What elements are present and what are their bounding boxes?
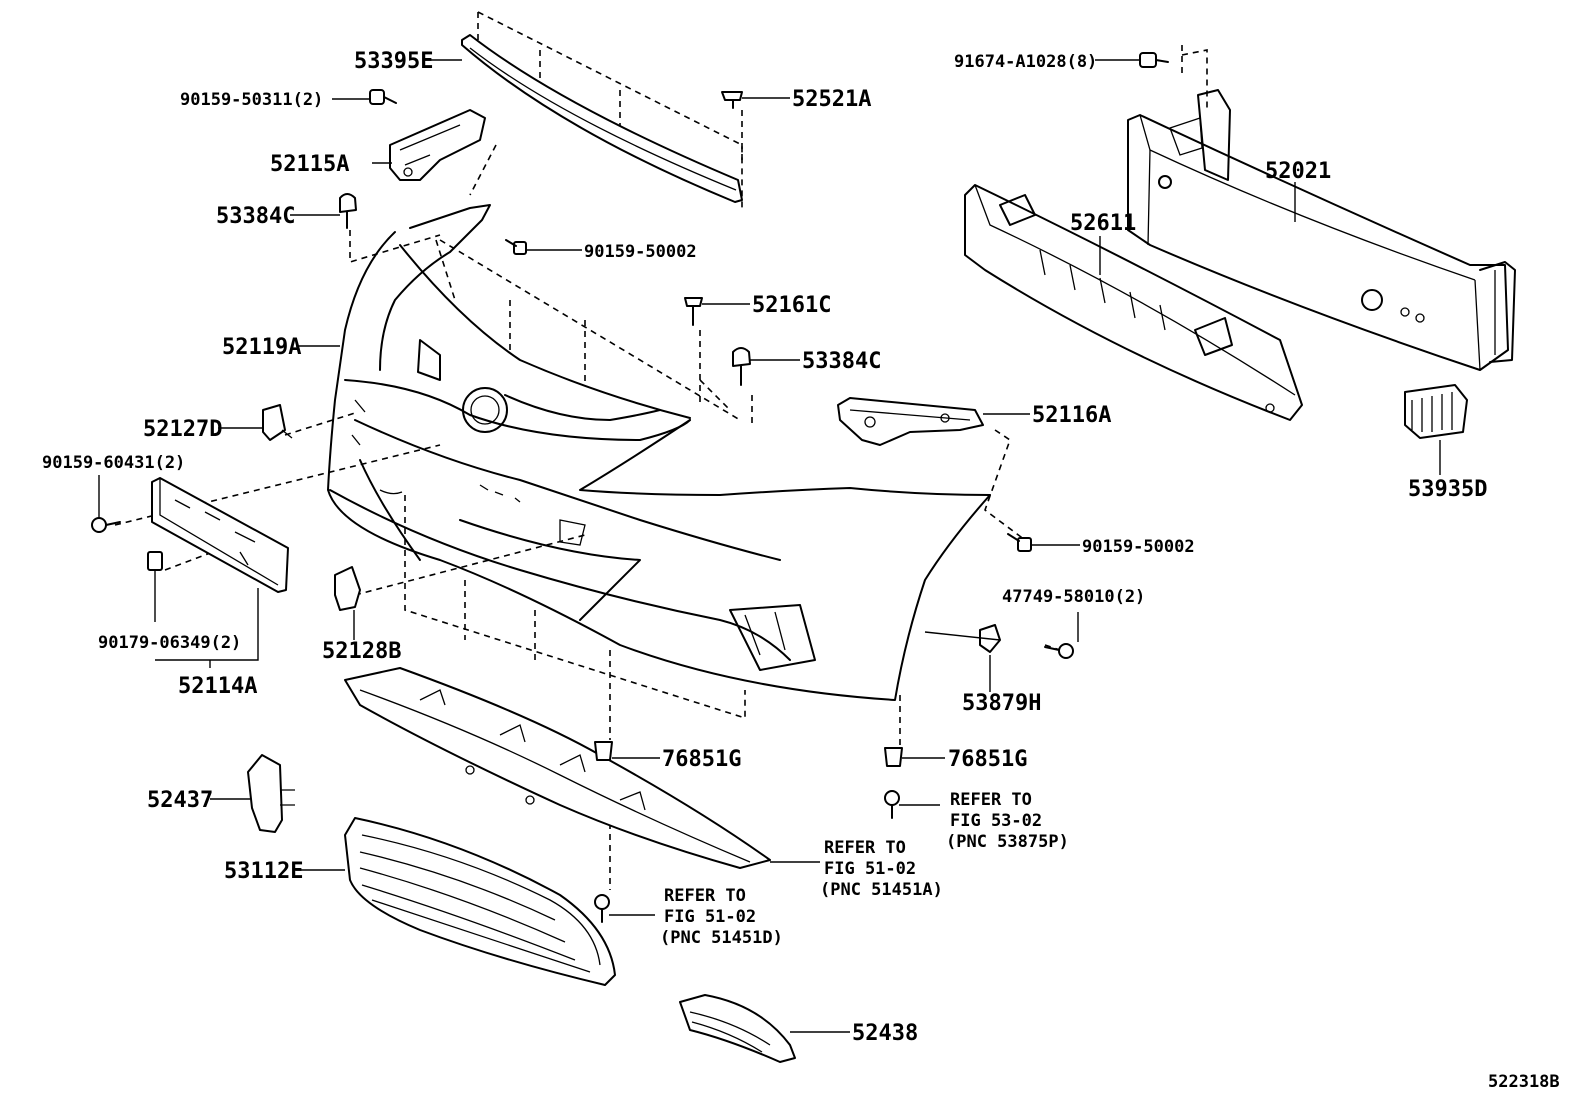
part-53112E-grille [344,817,616,986]
part-52438-fog-cover [679,994,796,1063]
label-52115A: 52115A [270,152,349,177]
figure-id: 522318B [1488,1072,1560,1092]
part-lower-undercover [344,667,771,869]
part-52161C-clip [684,297,703,326]
part-52128B-cap [334,566,361,611]
part-90179-06349-nut [147,551,163,571]
part-52021-reinforcement [1127,89,1516,371]
label-90159-50002-a: 90159-50002 [584,242,697,262]
label-52128B: 52128B [322,639,401,664]
label-76851G-b: 76851G [948,747,1027,772]
part-52115A-bracket [389,109,486,181]
part-53395E-molding [461,34,743,203]
label-52521A: 52521A [792,87,871,112]
part-90159-50002-a-screw [505,239,527,255]
callout-labels: 53395E 90159-50311(2) 52521A 52115A 5338… [42,49,1487,1046]
part-52127D-cap [262,404,293,441]
label-53384C-b: 53384C [802,349,881,374]
part-47749-58010-bolt [1044,643,1074,659]
label-47749-58010: 47749-58010(2) [1002,587,1145,607]
label-53112E: 53112E [224,859,303,884]
svg-text:FIG 53-02: FIG 53-02 [950,811,1042,831]
svg-text:(PNC 51451A): (PNC 51451A) [820,880,943,900]
label-53384C-a: 53384C [216,204,295,229]
svg-text:(PNC 51451D): (PNC 51451D) [660,928,783,948]
label-90159-50311: 90159-50311(2) [180,90,323,110]
label-53395E: 53395E [354,49,433,74]
label-52114A: 52114A [178,674,257,699]
label-90179-06349: 90179-06349(2) [98,633,241,653]
label-52437: 52437 [147,788,213,813]
part-53935D-connector [1404,384,1468,439]
svg-text:FIG 51-02: FIG 51-02 [824,859,916,879]
part-52116A-bracket [837,397,984,446]
refer-note-51451D: REFER TO FIG 51-02 (PNC 51451D) [660,886,783,948]
label-52438: 52438 [852,1021,918,1046]
part-bolt-53875P [884,790,900,819]
svg-text:REFER TO: REFER TO [824,838,906,858]
part-91674-A1028-bolt [1139,52,1169,68]
part-bolt-51451D [594,894,610,923]
label-90159-50002-b: 90159-50002 [1082,537,1195,557]
label-52161C: 52161C [752,293,831,318]
label-90159-60431: 90159-60431(2) [42,453,185,473]
part-53384C-b-stopper [732,347,751,386]
label-53935D: 53935D [1408,477,1487,502]
svg-text:REFER TO: REFER TO [664,886,746,906]
label-52116A: 52116A [1032,403,1111,428]
part-52114A-license-bracket [151,477,289,593]
part-52119A-bumper-cover [327,204,991,701]
label-76851G-a: 76851G [662,747,741,772]
part-52521A-clip [721,91,743,109]
label-91674-A1028: 91674-A1028(8) [954,52,1097,72]
label-52119A: 52119A [222,335,301,360]
part-76851G-b-clip [884,747,903,767]
part-53384C-a-stopper [339,193,357,229]
refer-note-51451A: REFER TO FIG 51-02 (PNC 51451A) [820,838,943,900]
svg-text:(PNC 53875P): (PNC 53875P) [946,832,1069,852]
refer-note-53875P: REFER TO FIG 53-02 (PNC 53875P) [946,790,1069,852]
part-52611-absorber [964,184,1303,421]
part-76851G-a-clip [594,741,613,761]
svg-text:FIG 51-02: FIG 51-02 [664,907,756,927]
label-52021: 52021 [1265,159,1331,184]
label-52611: 52611 [1070,211,1136,236]
svg-text:REFER TO: REFER TO [950,790,1032,810]
leader-lines [98,59,1441,1033]
part-52437-bracket [247,754,295,833]
label-52127D: 52127D [143,417,222,442]
assembly-dash-lines [114,11,1208,890]
label-53879H: 53879H [962,691,1041,716]
part-90159-50311-bolt [369,89,397,105]
